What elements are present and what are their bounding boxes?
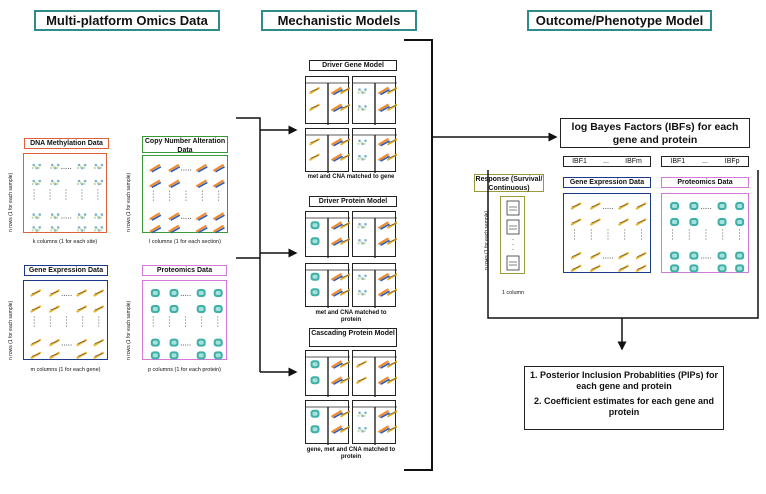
gene-rows-label: n rows (1 for each sample) (8, 300, 14, 360)
ibf-prot-labels: IBF1 ... IBFp (661, 156, 749, 167)
cascading-glyphs-3 (306, 406, 350, 445)
results-box: 1. Posterior Inclusion Probablities (PIP… (524, 366, 724, 430)
proteomics-panel (142, 280, 227, 360)
response-rows-label: n rows (1 for each sample) (484, 210, 490, 270)
cascading-block-1 (305, 350, 350, 397)
outcome-gene-panel (563, 193, 651, 273)
header-mechanistic: Mechanistic Models (261, 10, 417, 31)
driver-protein-block-3 (305, 263, 350, 308)
driver-protein-glyphs-4 (353, 269, 397, 308)
cascading-block-4 (352, 400, 397, 445)
ibf-gene-dots: ... (603, 158, 609, 165)
cascading-block-2 (352, 350, 397, 397)
ibf-prot-first: IBF1 (670, 158, 686, 165)
proteomics-title: Proteomics Data (142, 265, 227, 276)
ibf-title-box: log Bayes Factors (IBFs) for each gene a… (560, 118, 750, 148)
cna-cols-label: l columns (1 for each section) (149, 239, 221, 245)
cascading-glyphs-4 (353, 406, 397, 445)
outcome-gene-title: Gene Expression Data (563, 177, 651, 188)
proteomics-glyph-grid (150, 289, 223, 360)
response-panel (500, 196, 525, 274)
ibf-prot-last: IBFp (724, 158, 740, 165)
driver-gene-block-4 (352, 128, 397, 173)
outcome-prot-title: Proteomics Data (661, 177, 749, 188)
methylation-rows-label: n rows (1 for each sample) (8, 172, 14, 232)
header-outcome: Outcome/Phenotype Model (527, 10, 712, 31)
gene-glyph-grid (30, 289, 105, 360)
response-title: Response (Survival/ Continuous) (474, 174, 544, 192)
driver-gene-glyphs-2 (353, 82, 397, 125)
cna-rows-label: n rows (1 for each sample) (126, 172, 132, 232)
driver-protein-block-2 (352, 211, 397, 258)
driver-gene-caption: met and CNA matched to gene (307, 174, 395, 180)
driver-gene-model-title: Driver Gene Model (309, 60, 397, 71)
outcome-gene-glyph-grid (570, 202, 647, 273)
gene-cols-label: m columns (1 for each gene) (30, 367, 101, 373)
cascading-glyphs-2 (353, 356, 397, 397)
driver-protein-block-4 (352, 263, 397, 308)
proteomics-rows-label: n rows (1 for each sample) (126, 300, 132, 360)
driver-protein-block-1 (305, 211, 350, 258)
cascading-model-title: Cascading Protein Model (309, 328, 397, 347)
ibf-gene-first: IBF1 (572, 158, 587, 165)
gene-title: Gene Expression Data (24, 265, 108, 276)
methylation-title: DNA Methylation Data (24, 138, 109, 149)
driver-protein-glyphs-3 (306, 269, 350, 308)
response-cols-label: 1 column (501, 290, 525, 296)
driver-gene-glyphs-1 (306, 82, 350, 125)
methylation-glyph-grid (31, 163, 104, 232)
cna-glyph-grid (149, 163, 225, 234)
driver-protein-model-title: Driver Protein Model (309, 196, 397, 207)
cascading-glyphs-1 (306, 356, 350, 397)
outcome-prot-glyph-grid (670, 202, 745, 273)
cna-panel (142, 155, 228, 234)
ibf-gene-last: IBFm (625, 158, 642, 165)
driver-gene-glyphs-4 (353, 134, 397, 173)
driver-gene-glyphs-3 (306, 134, 350, 173)
cascading-block-3 (305, 400, 350, 445)
driver-gene-block-1 (305, 76, 350, 125)
driver-gene-block-3 (305, 128, 350, 173)
ibf-gene-labels: IBF1 ... IBFm (563, 156, 651, 167)
driver-protein-glyphs-2 (353, 217, 397, 258)
ibf-prot-dots: ... (702, 158, 708, 165)
cna-title: Copy Number Alteration Data (142, 136, 228, 154)
header-omics: Multi-platform Omics Data (34, 10, 220, 31)
cascading-caption: gene, met and CNA matched to protein (306, 447, 396, 460)
result-coefficients: 2. Coefficient estimates for each gene a… (533, 396, 715, 417)
methylation-cols-label: k columns (1 for each site) (32, 239, 98, 245)
response-document-icons (506, 200, 520, 271)
driver-protein-caption: met and CNA matched to protein (315, 310, 387, 323)
driver-gene-block-2 (352, 76, 397, 125)
methylation-panel (23, 153, 107, 233)
gene-panel (23, 280, 108, 360)
proteomics-cols-label: p columns (1 for each protein) (147, 367, 222, 373)
driver-protein-glyphs-1 (306, 217, 350, 258)
result-pips: 1. Posterior Inclusion Probablities (PIP… (529, 370, 719, 391)
outcome-prot-panel (661, 193, 749, 273)
